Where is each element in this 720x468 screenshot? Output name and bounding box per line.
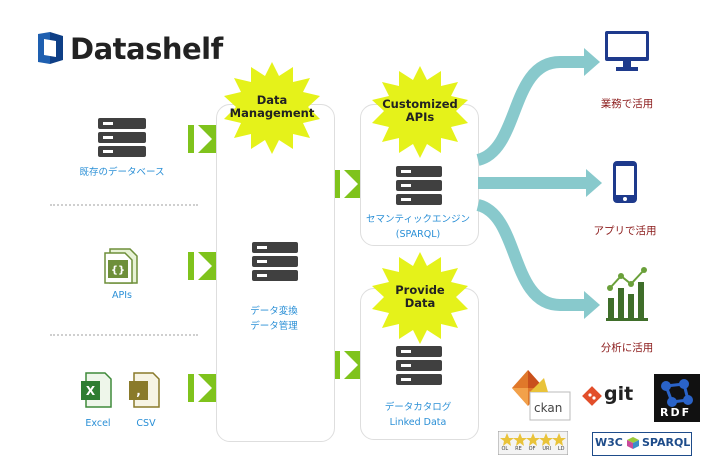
source-csv-label: CSV <box>136 418 156 429</box>
source-apis-label: APIs <box>112 290 132 301</box>
customized-apis-burst <box>372 66 468 158</box>
source-excel-label: Excel <box>85 418 111 429</box>
database-server-icon <box>98 118 146 157</box>
svg-text:,: , <box>136 384 141 398</box>
conversion-server-icon <box>252 242 298 281</box>
ckan-logo-icon <box>512 370 571 421</box>
source-database-label: 既存のデータベース <box>79 167 165 178</box>
rdf-text: RDF <box>660 406 692 419</box>
rdf-logo-icon <box>654 374 700 422</box>
sparql-cube-icon <box>627 437 639 449</box>
section-divider <box>50 204 198 206</box>
smartphone-icon <box>613 161 637 203</box>
provide-data-title: Provide Data <box>395 283 445 310</box>
sparql-text: SPARQL <box>642 436 691 449</box>
ckan-text: ckan <box>534 401 563 415</box>
five-star-open-data-icon <box>498 431 568 455</box>
section-divider <box>50 334 198 336</box>
semantic-engine-server-icon <box>396 166 442 205</box>
w3c-sparql-badge <box>592 432 692 456</box>
svg-text:{}: {} <box>111 265 125 276</box>
customized-apis-title: Customized APIs <box>382 97 458 124</box>
output-analysis-label: 分析に活用 <box>600 342 654 354</box>
output-business-label: 業務で活用 <box>600 98 654 110</box>
svg-text:X: X <box>86 384 96 398</box>
catalog-server-icon <box>396 346 442 385</box>
data-management-panel <box>216 104 335 442</box>
catalog-label: データカタログ Linked Data <box>384 402 452 428</box>
conversion-label: データ変換 データ管理 <box>250 306 298 332</box>
git-text: git <box>604 383 634 405</box>
w3c-text: W3C <box>595 436 623 449</box>
excel-file-icon: X <box>81 372 112 408</box>
git-logo-icon <box>582 386 602 406</box>
data-management-burst <box>224 62 320 154</box>
output-app-label: アプリで活用 <box>593 225 657 237</box>
analysis-chart-icon <box>606 267 648 321</box>
desktop-monitor-icon <box>605 31 649 71</box>
api-file-icon: {} <box>104 248 138 284</box>
semantic-engine-label: セマンティックエンジン (SPARQL) <box>366 214 470 240</box>
csv-file-icon: , <box>129 372 160 408</box>
data-management-title: Data Management <box>229 93 315 120</box>
provide-data-burst <box>372 252 468 344</box>
datashelf-logo-icon <box>38 32 63 64</box>
brand-name: Datashelf <box>70 32 223 66</box>
